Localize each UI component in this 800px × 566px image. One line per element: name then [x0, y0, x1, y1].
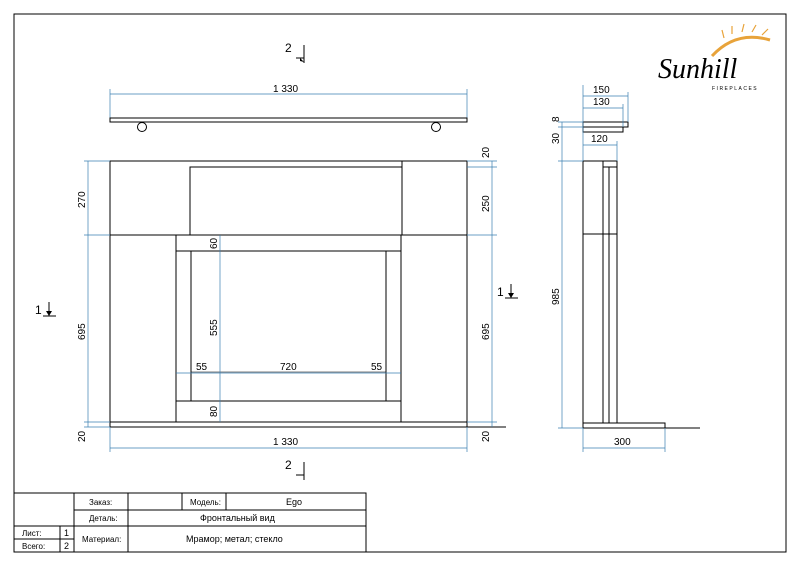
sheet-border: [13, 13, 787, 553]
dim-upper-right: 250: [481, 195, 492, 212]
side-shelf: [582, 121, 629, 128]
lower-body: [109, 234, 468, 423]
section-marker-bottom-label: 2: [285, 458, 292, 472]
dim-bottom-width: 1 330: [273, 437, 298, 448]
dim-top-offset: 20: [481, 146, 492, 158]
front-view: 270 695 20 20 250 695 20 60 555 80 55 72…: [77, 146, 506, 452]
dim-opening-height: 555: [209, 319, 220, 336]
dim-depth-130: 130: [593, 97, 610, 108]
dim-thickness-8: 8: [551, 116, 562, 122]
dim-base-depth: 300: [614, 437, 631, 448]
section-marker-left-label: 1: [35, 303, 42, 317]
logo-sun-arc: [710, 35, 771, 58]
dim-frame-bottom: 80: [209, 405, 220, 417]
section-marker-right: 1: [497, 284, 518, 299]
dim-upper-left: 270: [77, 191, 88, 208]
section-marker-top-label: 2: [285, 41, 292, 55]
dim-lower-right: 695: [481, 323, 492, 340]
top-view-shelf: 1 330: [109, 84, 468, 132]
part-value: Фронтальный вид: [200, 513, 276, 523]
sheet-label: Лист:: [22, 529, 42, 538]
firebox-opening: [190, 250, 387, 402]
dim-depth-150: 150: [593, 85, 610, 96]
material-label: Материал:: [82, 535, 121, 544]
total-value: 2: [64, 541, 69, 551]
dim-base-left: 20: [77, 430, 88, 442]
shelf-support-right: [431, 122, 441, 132]
side-base: [582, 422, 666, 429]
side-body: [582, 160, 618, 424]
dim-thickness-30: 30: [551, 132, 562, 144]
section-marker-left: 1: [35, 302, 56, 317]
shelf-support-left: [137, 122, 147, 132]
upper-back-slab: [109, 160, 468, 236]
logo-tagline: FIREPLACES: [712, 86, 758, 92]
dim-height-985: 985: [551, 288, 562, 305]
dim-lower-left: 695: [77, 323, 88, 340]
dim-depth-120: 120: [591, 134, 608, 145]
model-label: Модель:: [190, 498, 221, 507]
logo-name: Sunhill: [658, 54, 738, 85]
total-label: Всего:: [22, 542, 45, 551]
sheet-value: 1: [64, 528, 69, 538]
part-label: Деталь:: [89, 514, 118, 523]
dim-base-right: 20: [481, 430, 492, 442]
order-label: Заказ:: [89, 498, 112, 507]
side-view: 150 130 120 8 30 985 300: [551, 85, 700, 452]
dim-opening-width: 720: [280, 362, 297, 373]
sunhill-logo: Sunhill FIREPLACES: [658, 23, 771, 92]
dim-top-width: 1 330: [273, 84, 298, 95]
section-marker-right-label: 1: [497, 285, 504, 299]
material-value: Мрамор; метал; стекло: [186, 534, 283, 544]
logo-sun-rays: [721, 23, 769, 39]
dim-frame-left: 55: [196, 362, 208, 373]
upper-front-slab: [189, 166, 403, 236]
title-block: Заказ: Модель: Ego Деталь: Фронтальный в…: [13, 492, 367, 553]
model-value: Ego: [286, 497, 302, 507]
dim-frame-top: 60: [209, 237, 220, 249]
section-marker-top: 2: [285, 41, 305, 63]
dim-frame-right: 55: [371, 362, 383, 373]
section-marker-bottom: 2: [285, 458, 305, 480]
base-plinth: [109, 421, 468, 428]
